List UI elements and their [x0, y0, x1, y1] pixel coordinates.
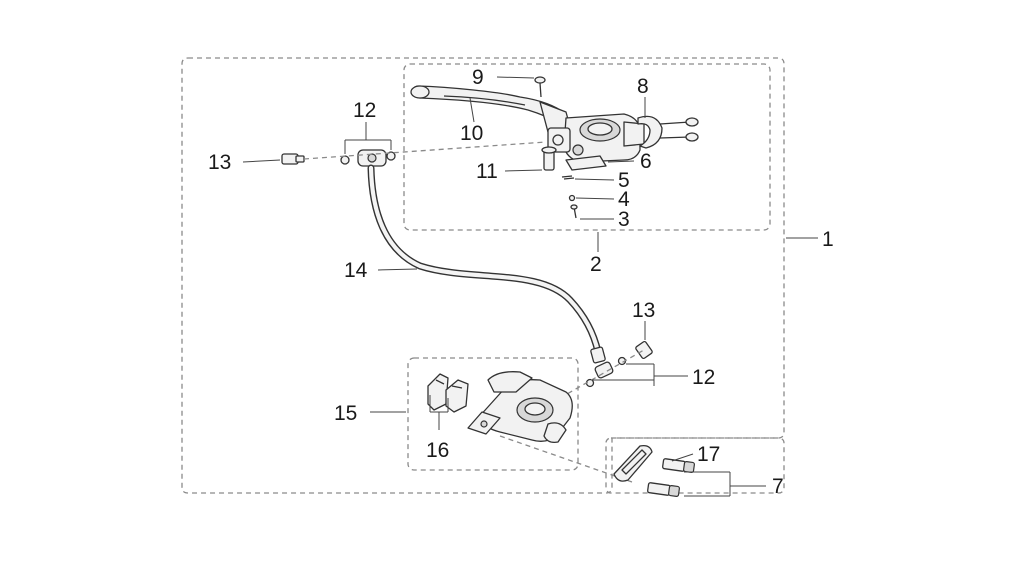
sealing-washer-upper-b-part — [386, 151, 396, 161]
callout-16: 16 — [426, 439, 449, 462]
callout-12-top: 12 — [353, 99, 376, 122]
slide-pin-lower-part — [647, 482, 680, 497]
callout-14: 14 — [344, 259, 368, 282]
sealing-washer-upper-a-part — [340, 155, 350, 165]
brake-pad-set-part — [427, 373, 469, 413]
assembly-1-boundary — [181, 57, 785, 494]
small-screw-part — [570, 204, 578, 219]
banjo-bolt-upper-part — [281, 153, 305, 165]
callout-11: 11 — [476, 160, 498, 183]
caliper-pad-subassembly-boundary — [407, 357, 579, 471]
callout-13-right: 13 — [632, 299, 655, 322]
brake-lever-part — [410, 85, 573, 135]
slide-pin-upper-part — [662, 458, 695, 473]
alignment-line-upper — [303, 141, 547, 160]
handlebar-clamp-part — [637, 115, 699, 149]
diaphragm-gasket-part — [565, 155, 607, 171]
pivot-bolt-part — [541, 146, 557, 171]
alignment-line-lower — [559, 349, 645, 399]
master-cylinder-body-part — [547, 113, 645, 163]
brake-caliper-part — [467, 371, 573, 444]
callout-3: 3 — [618, 208, 630, 231]
callout-4: 4 — [618, 188, 630, 211]
lever-pivot-screw-part — [534, 76, 546, 98]
banjo-fitting-lower-part — [594, 361, 614, 379]
brake-hose-part — [367, 164, 606, 364]
callout-10: 10 — [460, 122, 483, 145]
callout-8: 8 — [637, 75, 649, 98]
leader-lines — [242, 76, 818, 497]
callout-6: 6 — [640, 150, 652, 173]
diaphragm-part — [561, 175, 575, 180]
callout-7: 7 — [772, 475, 784, 498]
callout-17: 17 — [697, 443, 720, 466]
banjo-fitting-upper-part — [357, 149, 387, 167]
callout-12-bottom: 12 — [692, 366, 715, 389]
callout-5: 5 — [618, 169, 630, 192]
master-cylinder-subassembly-boundary — [403, 63, 771, 231]
washer-part — [568, 194, 576, 202]
callout-1: 1 — [822, 228, 834, 251]
banjo-bolt-lower-part — [635, 340, 653, 360]
callout-13-left: 13 — [208, 151, 231, 174]
callout-9: 9 — [472, 66, 484, 89]
callout-15: 15 — [334, 402, 357, 425]
caliper-bracket-plate-part — [613, 444, 653, 482]
caliper-bracket-subassembly-boundary — [605, 437, 785, 494]
callout-2: 2 — [590, 253, 602, 276]
